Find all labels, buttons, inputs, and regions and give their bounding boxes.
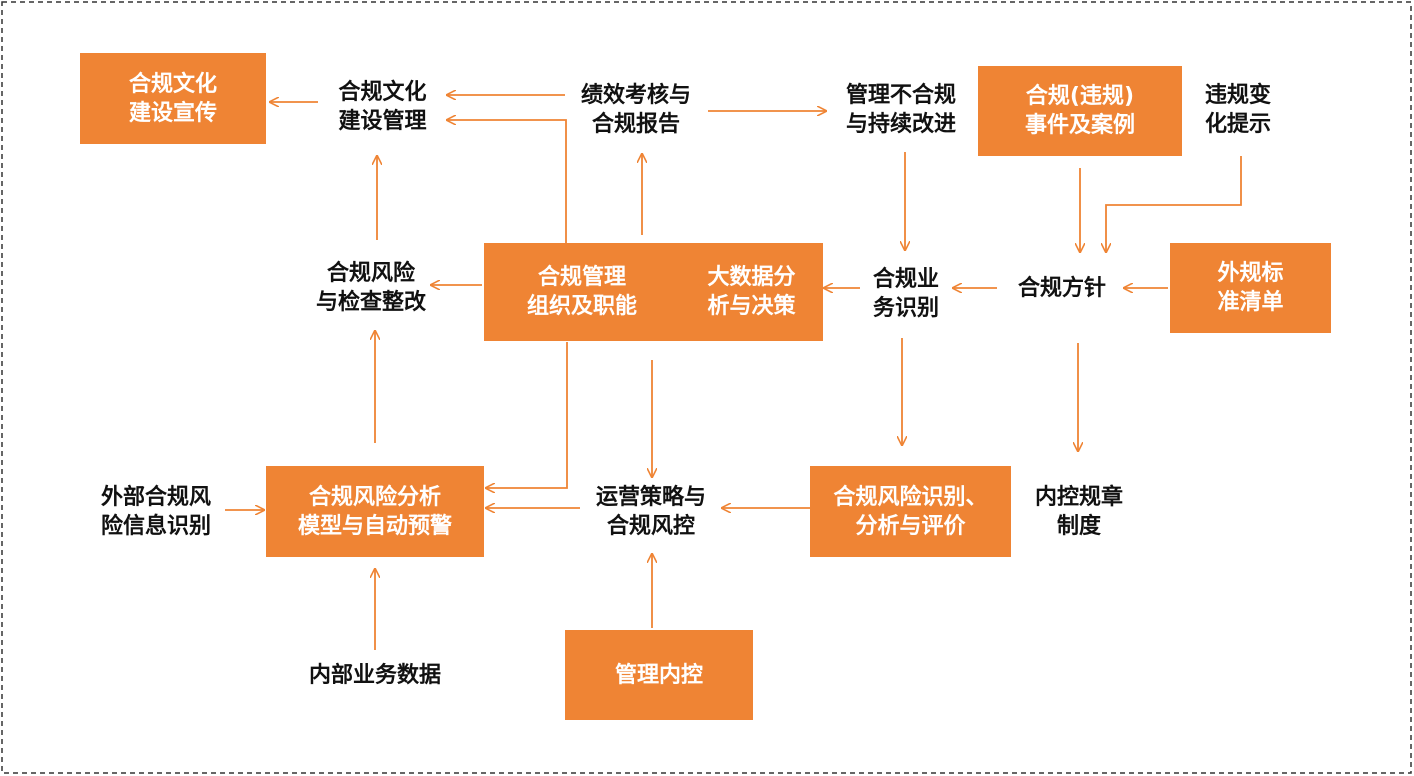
node-culture-promo: 合规文化建设宣传 xyxy=(80,53,266,144)
node-risk-inspection: 合规风险与检查整改 xyxy=(315,261,426,315)
node-ops-strategy: 运营策略与合规风控 xyxy=(595,485,706,539)
arrow-center-to-model xyxy=(486,342,568,488)
arrow-change-to-policy xyxy=(1106,156,1242,252)
node-internal-data: 内部业务数据 xyxy=(308,662,441,688)
node-noncompliance: 管理不合规与持续改进 xyxy=(845,83,956,137)
node-external-std: 外规标准清单 xyxy=(1170,243,1331,333)
node-policy: 合规方针 xyxy=(1017,275,1106,301)
node-risk-eval: 合规风险识别、分析与评价 xyxy=(810,466,1011,557)
node-internal-rules: 内控规章制度 xyxy=(1034,485,1123,539)
node-violation-change: 违规变化提示 xyxy=(1204,83,1271,137)
node-center-bigdata: 大数据分析与决策 xyxy=(707,265,796,319)
node-mgmt-control: 管理内控 xyxy=(565,630,753,720)
node-risk-model: 合规风险分析模型与自动预警 xyxy=(266,466,484,557)
node-center-org: 合规管理组织及职能 xyxy=(526,265,637,319)
node-culture-mgmt: 合规文化建设管理 xyxy=(338,80,427,134)
node-external-info: 外部合规风险信息识别 xyxy=(100,485,211,539)
node-biz-identify: 合规业务识别 xyxy=(872,267,939,321)
node-center: 合规管理组织及职能 大数据分析与决策 xyxy=(484,243,823,341)
node-perf-report: 绩效考核与合规报告 xyxy=(580,83,691,137)
arrow-center-to-culture xyxy=(447,120,567,243)
node-violation-cases: 合规(违规)事件及案例 xyxy=(978,66,1182,156)
